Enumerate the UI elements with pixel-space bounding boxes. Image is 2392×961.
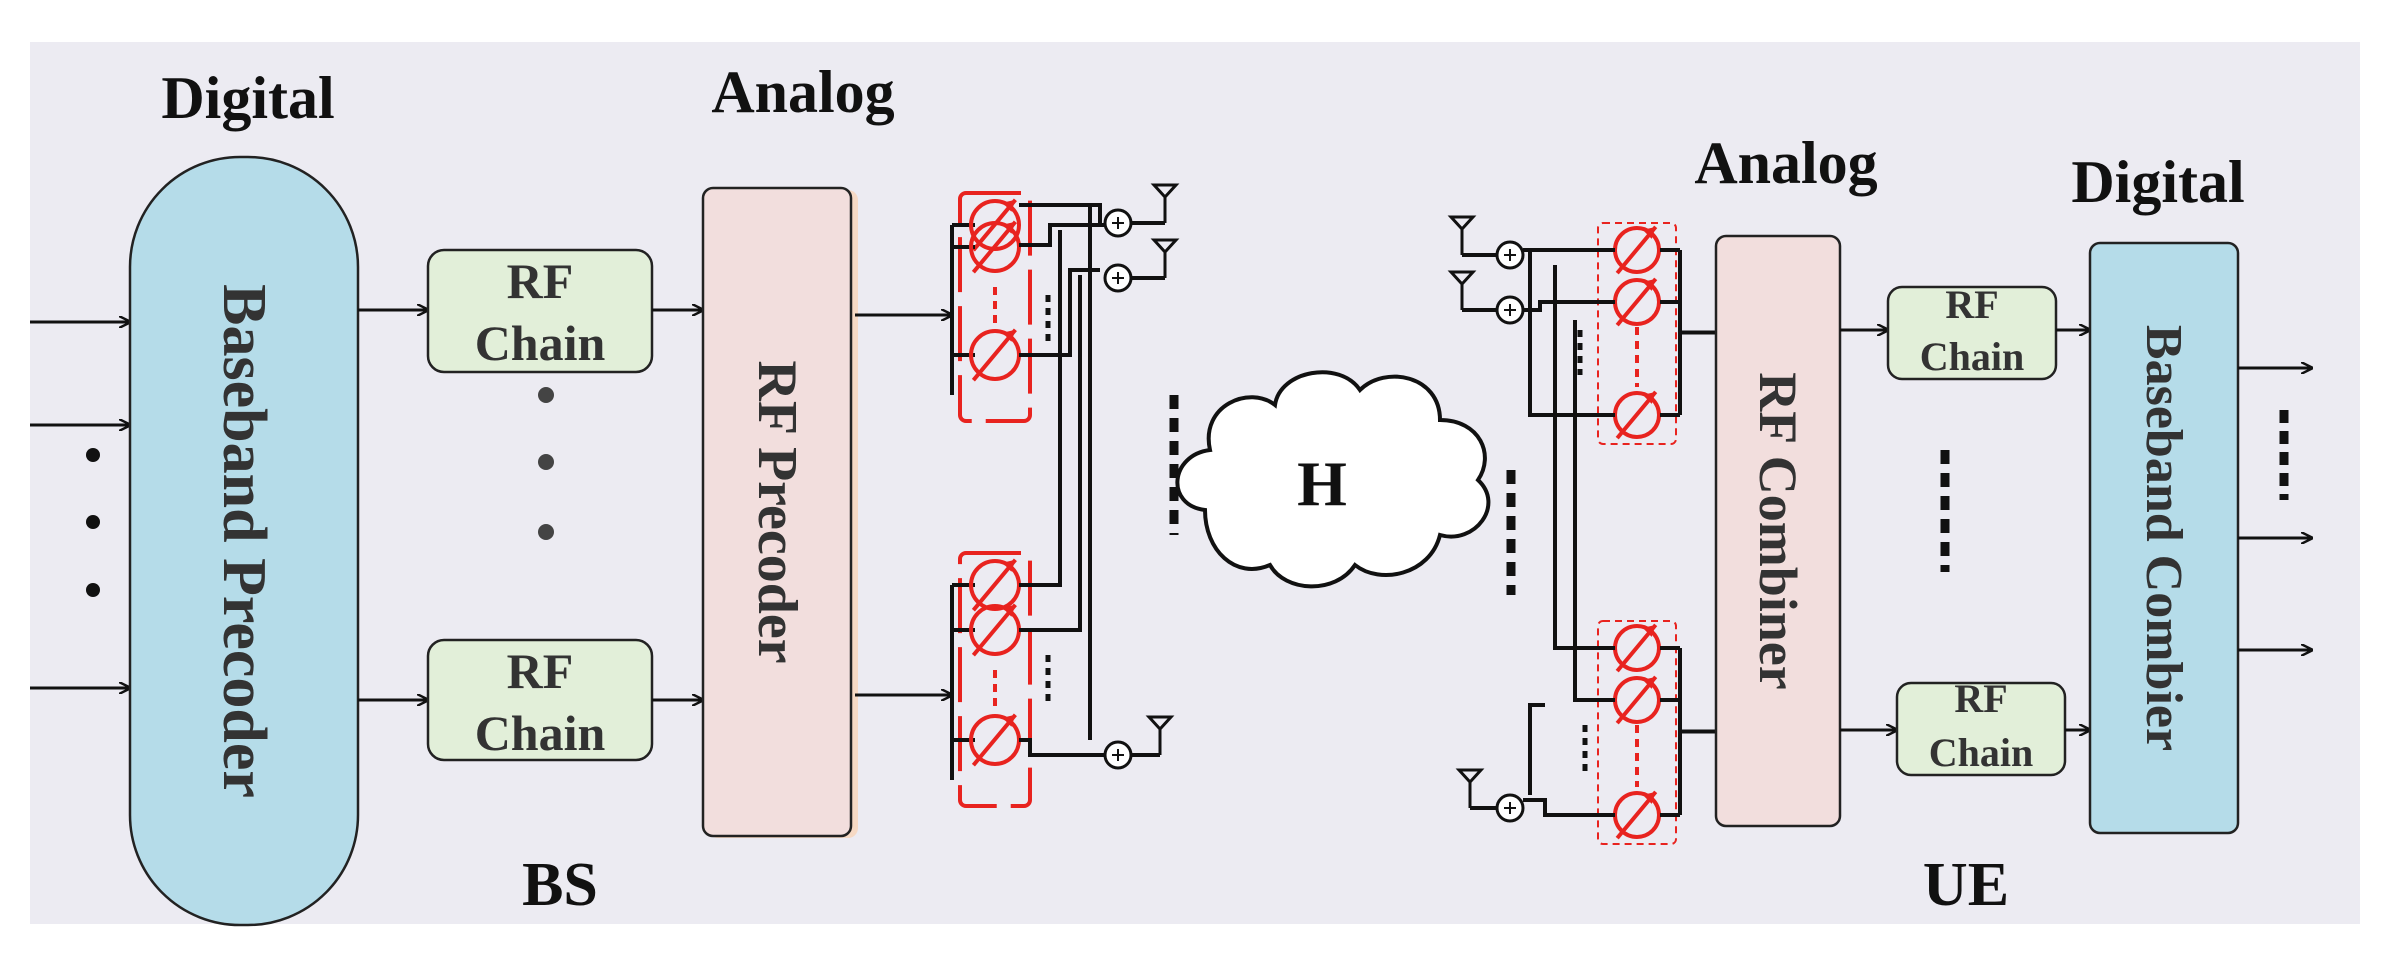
combiner-icon: [1103, 263, 1133, 293]
bs-digital-label: Digital: [161, 65, 334, 131]
antenna-icon: [1447, 215, 1477, 255]
ue-rf-chain-top-line2: Chain: [1920, 334, 2025, 379]
antenna-icon: [1145, 715, 1175, 755]
bs-rf-to-precoder-arrows: [652, 310, 703, 700]
ue-side-label: UE: [1923, 851, 2009, 919]
combiner-icon: [1495, 295, 1525, 325]
ue-rf-chain-bottom-line2: Chain: [1929, 730, 2034, 775]
baseband-precoder-label: Baseband Precoder: [210, 284, 278, 798]
combiner-icon: [1103, 208, 1133, 238]
bs-phase-shifter-group: [950, 191, 1051, 423]
bs-wire: [1019, 738, 1105, 757]
combiner-icon: [1495, 240, 1525, 270]
bs-side-label: BS: [522, 851, 598, 919]
bs-input-arrows: [30, 322, 130, 688]
ue-rf-chain-top: RF Chain: [1886, 282, 2058, 381]
bs-phase-shifter-network: [950, 183, 1180, 808]
bs-input-dots: [86, 448, 100, 597]
antenna-icon: [1455, 768, 1485, 808]
ue-phase-shifter-group: [1597, 620, 1716, 845]
bs-rf-chain-top-line2: Chain: [475, 315, 606, 371]
baseband-combiner-label: Baseband Combier: [2135, 325, 2192, 751]
ue-wire: [1528, 250, 1615, 417]
ue-digital-label: Digital: [2071, 149, 2244, 215]
ue-output-arrows: [2238, 368, 2312, 650]
bs-wire: [1019, 223, 1105, 247]
rf-precoder-block: [701, 186, 853, 838]
ue-phase-shifter-group: [1597, 222, 1716, 445]
channel-cloud: [1175, 370, 1491, 589]
bs-rf-chain-bottom-line2: Chain: [475, 705, 606, 761]
bs-rf-chain-bottom: RF Chain: [426, 638, 654, 762]
bs-wire: [1019, 268, 1100, 357]
bs-wire: [1019, 203, 1102, 225]
bs-wire: [1019, 275, 1082, 632]
bs-rf-chain-dots: [538, 387, 554, 540]
bs-phase-shifter-group: [950, 551, 1051, 808]
bs-precoder-outputs: [855, 315, 952, 695]
rf-precoder-label: RF Precoder: [746, 360, 808, 663]
bs-analog-label: Analog: [711, 59, 894, 125]
combiner-icon: [1103, 740, 1133, 770]
bs-rf-chain-bottom-line1: RF: [507, 643, 574, 699]
bs-rf-chain-top-line1: RF: [507, 253, 574, 309]
ue-rf-chain-top-line1: RF: [1945, 282, 1998, 327]
ue-wire: [1523, 798, 1615, 817]
antenna-icon: [1150, 238, 1180, 278]
ue-analog-label: Analog: [1694, 130, 1877, 196]
baseband-precoder-block: [128, 155, 360, 927]
ue-wire: [1528, 703, 1545, 795]
rf-combiner-label: RF Combiner: [1748, 372, 1808, 689]
ue-phase-shifter-network: [1447, 215, 1716, 845]
combiner-icon: [1495, 793, 1525, 823]
channel-label: H: [1297, 448, 1347, 519]
ue-wire: [1573, 320, 1615, 702]
bs-baseband-to-rf-arrows: [358, 310, 428, 700]
bs-rf-chain-top: RF Chain: [426, 248, 654, 374]
antenna-icon: [1150, 183, 1180, 223]
antenna-icon: [1447, 270, 1477, 310]
phase-shifter-icon: [969, 220, 1021, 274]
ue-rf-to-baseband-arrows: [2056, 330, 2090, 730]
ue-combiner-outputs: [1840, 330, 1897, 730]
rf-combiner-block: [1714, 234, 1842, 828]
bs-wire: [1019, 230, 1062, 587]
ue-rf-chain-bottom-line1: RF: [1954, 676, 2007, 721]
ue-wire: [1553, 265, 1615, 650]
ue-rf-chain-bottom: RF Chain: [1895, 676, 2067, 777]
